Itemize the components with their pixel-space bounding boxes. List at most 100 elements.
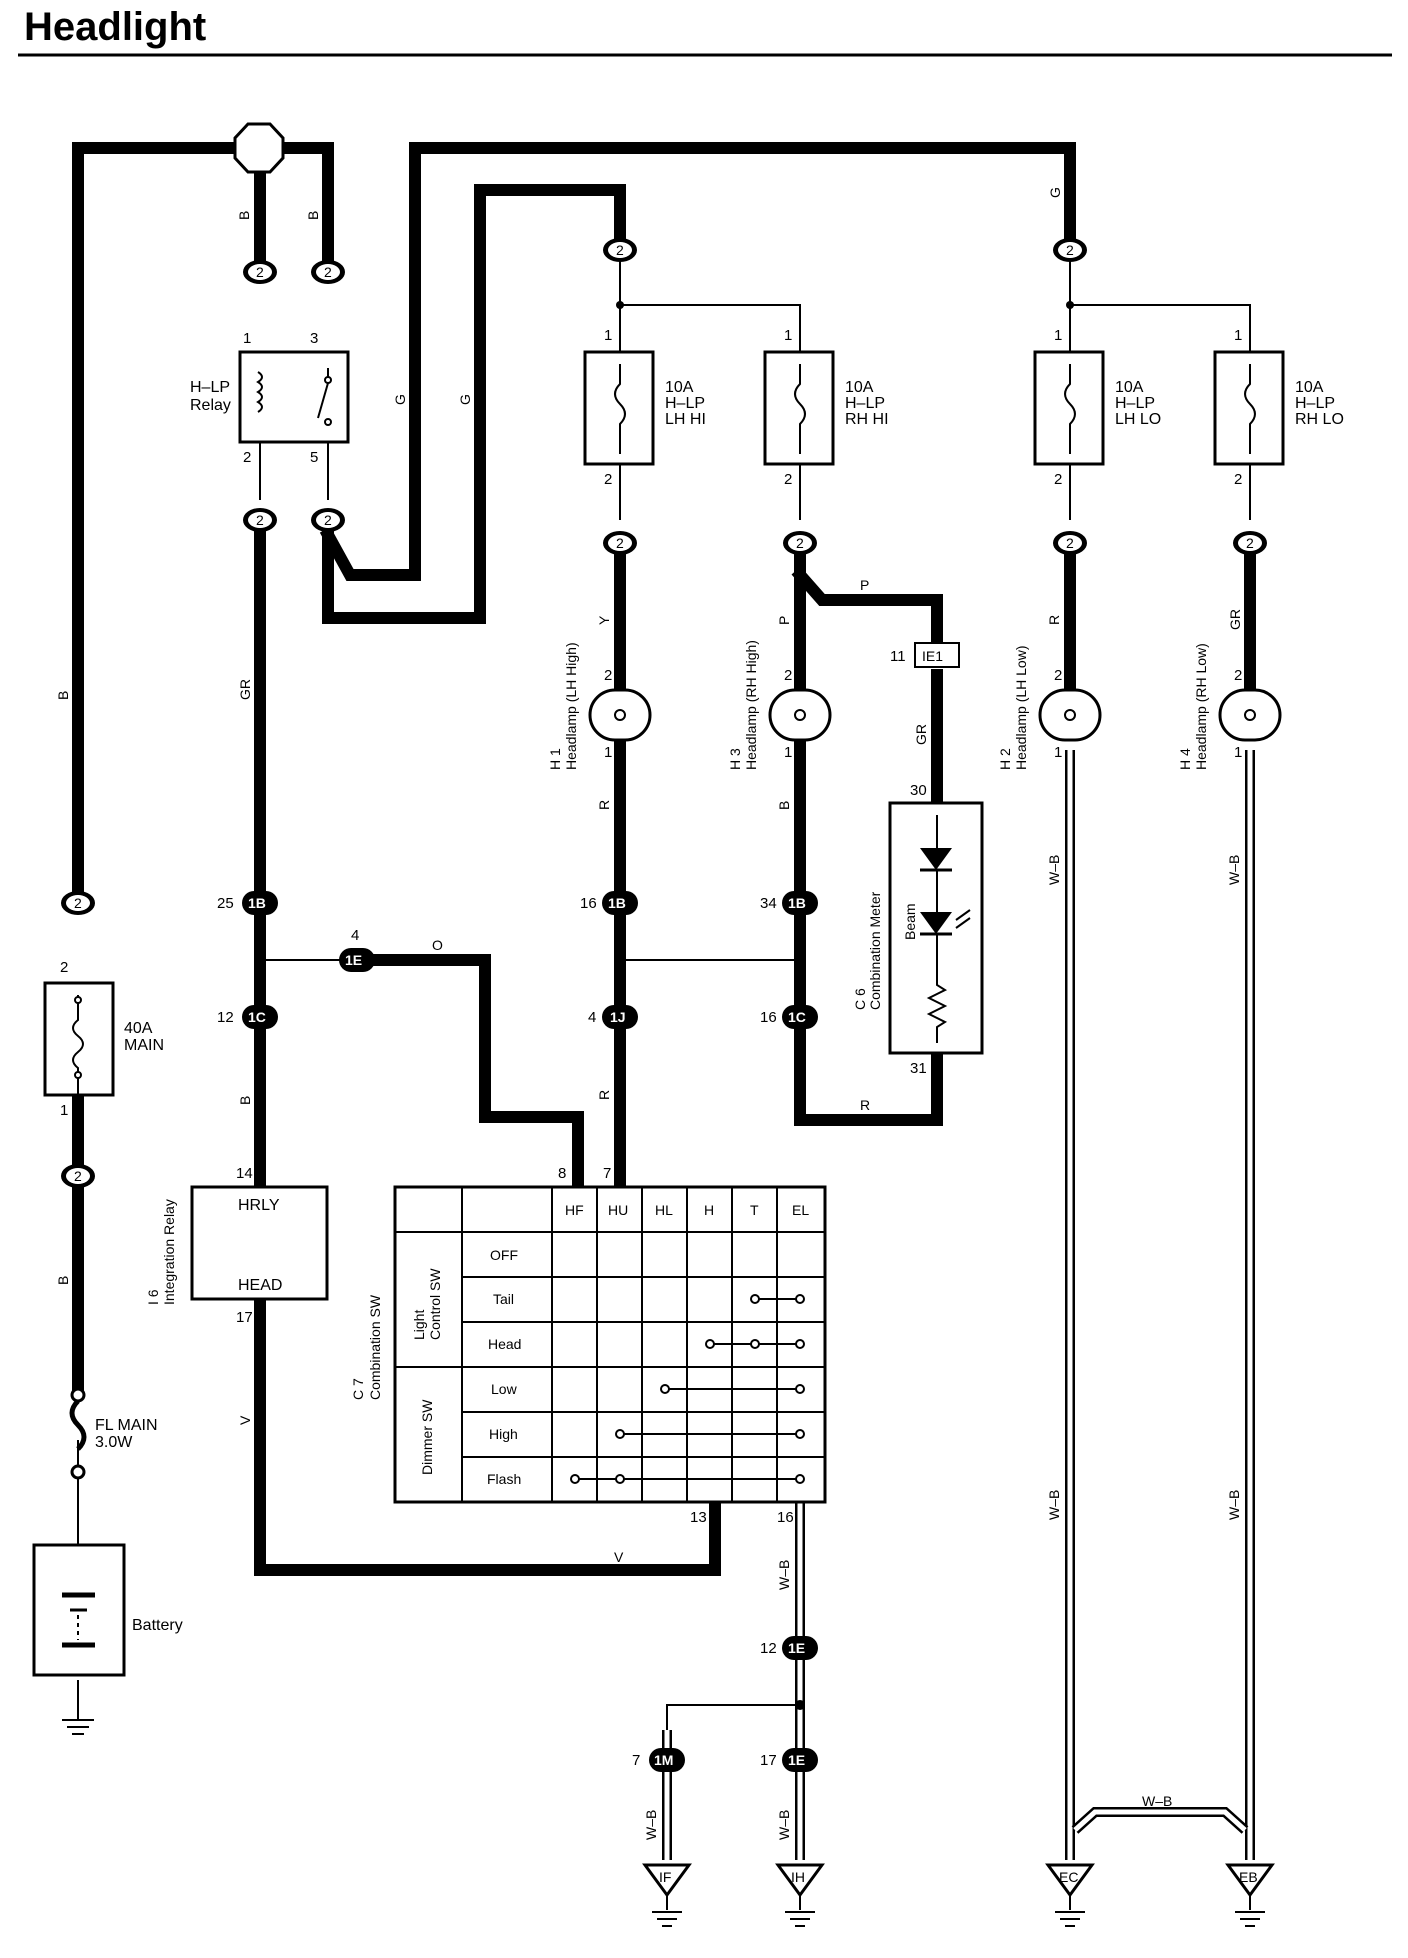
svg-text:40A: 40A xyxy=(124,1020,153,1037)
svg-text:2: 2 xyxy=(256,264,264,280)
svg-text:1C: 1C xyxy=(788,1009,806,1025)
svg-text:R: R xyxy=(860,1097,870,1113)
svg-text:1: 1 xyxy=(1234,744,1242,761)
svg-text:R: R xyxy=(1046,615,1062,625)
wire-g-top xyxy=(409,142,1076,581)
svg-text:10A: 10A xyxy=(1295,379,1324,396)
svg-text:W–B: W–B xyxy=(1226,855,1242,885)
svg-text:17: 17 xyxy=(236,1309,253,1326)
svg-text:16: 16 xyxy=(777,1509,794,1526)
svg-text:1: 1 xyxy=(784,744,792,761)
svg-text:Headlamp (RH High): Headlamp (RH High) xyxy=(743,640,759,770)
svg-text:3.0W: 3.0W xyxy=(95,1434,133,1451)
wire-labels: B B B B B B G G G GR GR GR Y P P R R R R… xyxy=(55,187,1243,1840)
svg-text:25: 25 xyxy=(217,895,234,912)
svg-text:17: 17 xyxy=(760,1752,777,1769)
svg-text:R: R xyxy=(596,800,612,810)
svg-text:Combination SW: Combination SW xyxy=(367,1294,383,1400)
svg-text:Battery: Battery xyxy=(132,1617,183,1634)
headlamp-rh-high: 2 1 H 3 Headlamp (RH High) xyxy=(727,640,832,770)
svg-text:IE1: IE1 xyxy=(922,648,943,664)
svg-text:10A: 10A xyxy=(845,379,874,396)
svg-text:Flash: Flash xyxy=(487,1471,521,1487)
svg-text:31: 31 xyxy=(910,1060,927,1077)
h-lp-relay: H–LP Relay 1 3 2 5 xyxy=(190,330,350,466)
svg-text:W–B: W–B xyxy=(1046,855,1062,885)
svg-text:FL MAIN: FL MAIN xyxy=(95,1417,158,1434)
svg-text:1M: 1M xyxy=(654,1752,673,1768)
svg-text:P: P xyxy=(776,616,792,625)
svg-text:1B: 1B xyxy=(608,895,626,911)
wire-g-relay5 xyxy=(319,526,421,581)
svg-text:HEAD: HEAD xyxy=(238,1277,282,1294)
svg-text:Beam: Beam xyxy=(902,903,918,940)
wire-wb-split xyxy=(666,1704,800,1730)
svg-text:2: 2 xyxy=(1234,471,1242,488)
svg-text:13: 13 xyxy=(690,1509,707,1526)
svg-text:HF: HF xyxy=(565,1202,584,1218)
svg-text:H–LP: H–LP xyxy=(190,379,230,396)
svg-text:EL: EL xyxy=(792,1202,809,1218)
svg-text:V: V xyxy=(614,1549,624,1565)
pin-numbers: 25 16 34 12 4 16 4 12 17 7 xyxy=(217,895,777,1769)
wire-p-ie1 xyxy=(791,566,943,651)
svg-text:7: 7 xyxy=(632,1752,640,1769)
svg-text:2: 2 xyxy=(243,449,251,466)
svg-text:5: 5 xyxy=(310,449,318,466)
integration-relay: HRLY HEAD I 6 Integration Relay 14 17 xyxy=(145,1165,329,1326)
splice-top xyxy=(233,122,285,174)
svg-text:High: High xyxy=(489,1426,518,1442)
svg-text:Tail: Tail xyxy=(493,1291,514,1307)
svg-text:2: 2 xyxy=(74,895,82,911)
svg-text:H–LP: H–LP xyxy=(845,395,885,412)
svg-text:7: 7 xyxy=(603,1165,611,1182)
svg-text:EC: EC xyxy=(1059,1869,1078,1885)
svg-text:I 6: I 6 xyxy=(145,1289,161,1305)
svg-text:2: 2 xyxy=(324,512,332,528)
ground-eb: EB xyxy=(1225,1863,1275,1927)
svg-text:2: 2 xyxy=(616,535,624,551)
svg-text:Y: Y xyxy=(596,615,612,625)
svg-text:34: 34 xyxy=(760,895,777,912)
svg-text:G: G xyxy=(457,394,473,405)
svg-text:B: B xyxy=(305,211,321,220)
svg-text:2: 2 xyxy=(60,959,68,976)
svg-text:P: P xyxy=(860,577,869,593)
svg-text:Headlamp (LH High): Headlamp (LH High) xyxy=(563,642,579,770)
svg-text:EB: EB xyxy=(1239,1869,1258,1885)
svg-text:2: 2 xyxy=(1066,535,1074,551)
svg-text:Dimmer SW: Dimmer SW xyxy=(419,1399,435,1475)
svg-text:HU: HU xyxy=(608,1202,628,1218)
svg-text:1B: 1B xyxy=(788,895,806,911)
svg-text:B: B xyxy=(55,1276,71,1285)
svg-text:1E: 1E xyxy=(788,1752,805,1768)
svg-text:2: 2 xyxy=(784,471,792,488)
svg-text:1J: 1J xyxy=(610,1009,626,1025)
ground-battery xyxy=(62,1719,94,1735)
svg-text:2: 2 xyxy=(604,471,612,488)
svg-text:1: 1 xyxy=(1054,327,1062,344)
wire-hi-bus xyxy=(619,255,801,355)
fuse-lh-lo: 10A H–LP LH LO 1 2 xyxy=(1033,327,1161,488)
svg-text:B: B xyxy=(776,801,792,810)
svg-text:2: 2 xyxy=(1234,667,1242,684)
svg-text:Headlamp (LH Low): Headlamp (LH Low) xyxy=(1013,646,1029,771)
svg-text:H–LP: H–LP xyxy=(665,395,705,412)
svg-text:1: 1 xyxy=(604,327,612,344)
svg-text:Control SW: Control SW xyxy=(427,1268,443,1340)
wire-g-hi xyxy=(322,184,626,624)
svg-text:16: 16 xyxy=(760,1009,777,1026)
svg-text:2: 2 xyxy=(784,667,792,684)
ground-ih: IH xyxy=(775,1863,825,1927)
svg-text:W–B: W–B xyxy=(1046,1490,1062,1520)
svg-text:GR: GR xyxy=(1227,609,1243,630)
connectors-labeled: 1B 1B 1B 1C 1C 1J 1E 1E 1E 1M IE1 xyxy=(242,642,960,1772)
svg-text:W–B: W–B xyxy=(1226,1490,1242,1520)
headlamp-rh-low: 2 1 H 4 Headlamp (RH Low) xyxy=(1177,643,1282,770)
svg-text:10A: 10A xyxy=(1115,379,1144,396)
svg-text:T: T xyxy=(750,1202,759,1218)
svg-text:V: V xyxy=(237,1415,253,1425)
svg-text:1: 1 xyxy=(243,330,251,347)
svg-text:GR: GR xyxy=(237,679,253,700)
